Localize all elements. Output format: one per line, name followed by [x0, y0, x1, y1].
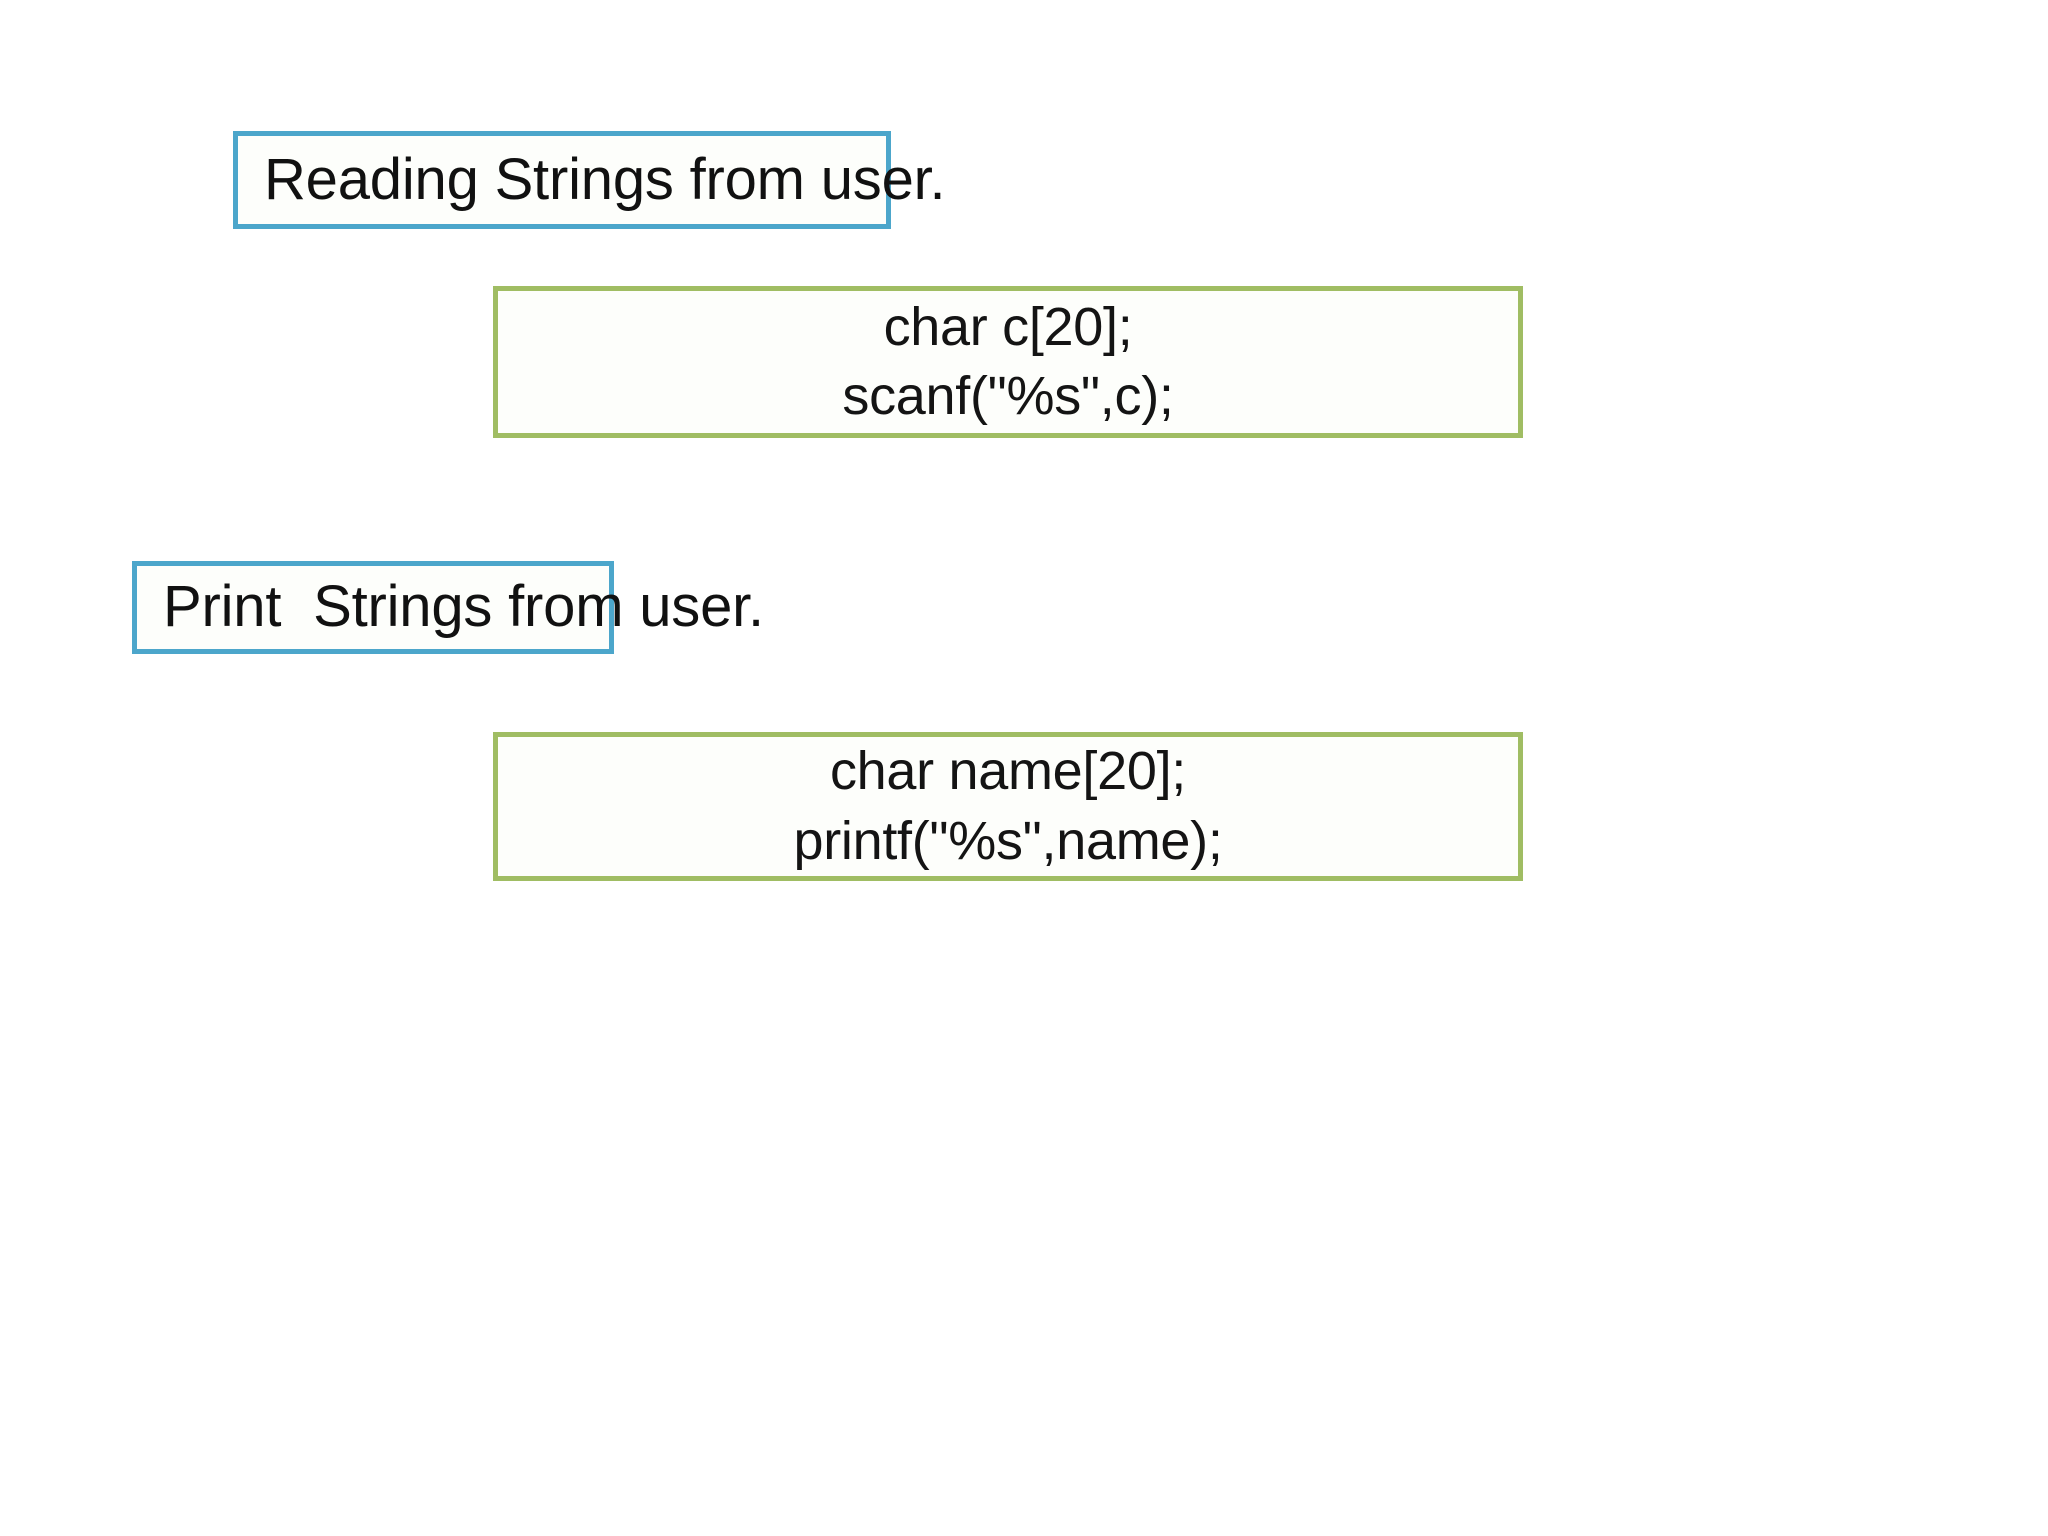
caption-box-reading-strings: Reading Strings from user. [233, 131, 946, 229]
code-line-scanf-string: scanf("%s",c); [842, 366, 1174, 426]
code-line-declare-char-array: char c[20]; [883, 296, 1133, 357]
code-line-printf-string: printf("%s",name); [793, 810, 1223, 871]
code-box-print-strings: char name[20]; printf("%s",name); [493, 732, 1523, 881]
caption-text-reading-strings: Reading Strings from user. [264, 146, 946, 212]
code-line-declare-name-array: char name[20]; [829, 741, 1186, 802]
caption-box-print-strings: Print Strings from user. [132, 561, 764, 654]
caption-text-print-strings: Print Strings from user. [163, 574, 764, 640]
code-box-reading-strings: char c[20]; scanf("%s",c); [493, 286, 1523, 438]
